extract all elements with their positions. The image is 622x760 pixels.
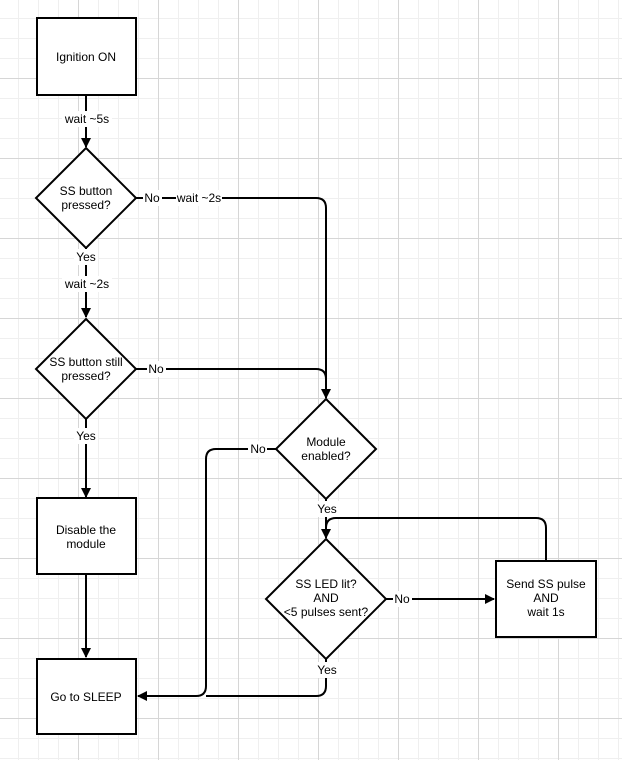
edge-button-no [136,197,331,399]
ss-button-label-1: SS button [60,184,113,198]
node-send-pulse [495,560,597,638]
led-check-label-2: AND [313,591,339,605]
edge-module-no [137,448,276,701]
label-led-no: No [394,592,410,606]
disable-label-1: Disable the [56,523,116,537]
label-button-yes-wait: wait ~2s [64,277,109,291]
node-led-check [264,537,388,661]
edge-led-yes [206,659,327,697]
edge-pulse-loop [325,517,547,561]
label-still-yes: Yes [76,429,96,443]
label-still-no: No [148,362,164,376]
module-enabled-label-2: enabled? [301,449,351,463]
led-check-label-3: <5 pulses sent? [284,605,369,619]
ignition-label: Ignition ON [56,50,116,64]
ss-button-label-2: pressed? [61,198,111,212]
ss-button-still-label-2: pressed? [61,369,111,383]
label-wait-5s: wait ~5s [64,112,109,126]
label-module-yes: Yes [317,502,337,516]
sleep-label: Go to SLEEP [50,690,121,704]
label-module-no: No [250,442,266,456]
disable-label-2: module [66,537,106,551]
node-ignition-on [36,17,137,96]
led-check-label-1: SS LED lit? [295,577,357,591]
edge-still-no [136,368,327,380]
label-button-no: No [144,191,160,205]
node-ss-button-pressed [34,146,138,250]
node-module-enabled [274,397,378,501]
module-enabled-label-1: Module [306,435,346,449]
label-button-yes: Yes [76,250,96,264]
node-go-to-sleep [36,658,137,735]
ss-button-still-label-1: SS button still [49,355,122,369]
node-ss-button-still-pressed [34,317,138,421]
send-pulse-label-2: AND [533,591,559,605]
label-led-yes: Yes [317,663,337,677]
send-pulse-label-3: wait 1s [526,605,564,619]
label-button-no-wait: wait ~2s [176,191,221,205]
send-pulse-label-1: Send SS pulse [506,577,586,591]
node-disable-module [36,497,137,575]
